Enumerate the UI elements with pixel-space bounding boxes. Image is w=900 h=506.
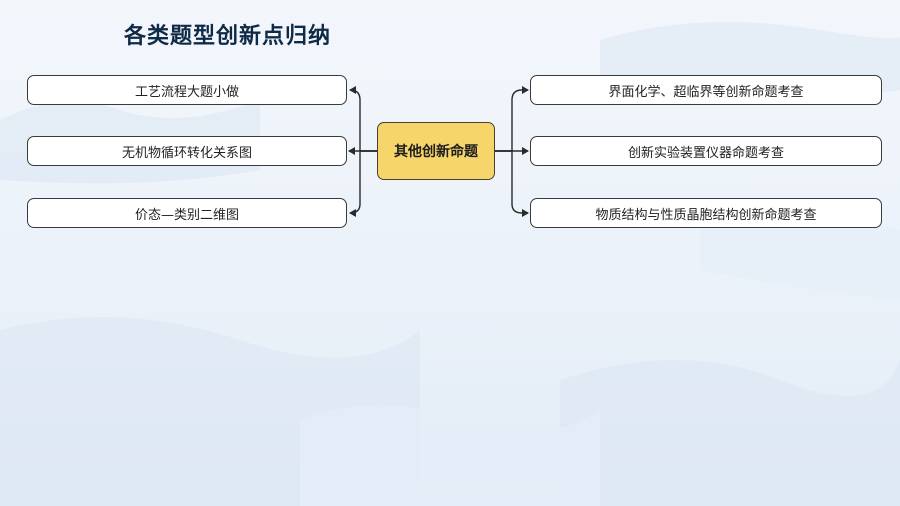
slide-title: 各类题型创新点归纳	[124, 24, 332, 49]
center-node[interactable]: 其他创新命题	[377, 122, 495, 180]
left-node-valence-category[interactable]: 价态—类别二维图	[27, 198, 347, 228]
left-node-cycle-diagram[interactable]: 无机物循环转化关系图	[27, 136, 347, 166]
left-node-process-flow[interactable]: 工艺流程大题小做	[27, 75, 347, 105]
connector-left-3	[349, 150, 377, 217]
connector-right-3	[495, 150, 529, 217]
right-node-crystal-structure[interactable]: 物质结构与性质晶胞结构创新命题考查	[530, 198, 882, 228]
right-node-interface-chemistry[interactable]: 界面化学、超临界等创新命题考查	[530, 75, 882, 105]
connector-left-1	[349, 86, 377, 152]
right-node-experiment-apparatus[interactable]: 创新实验装置仪器命题考查	[530, 136, 882, 166]
connector-right-1	[495, 86, 529, 152]
